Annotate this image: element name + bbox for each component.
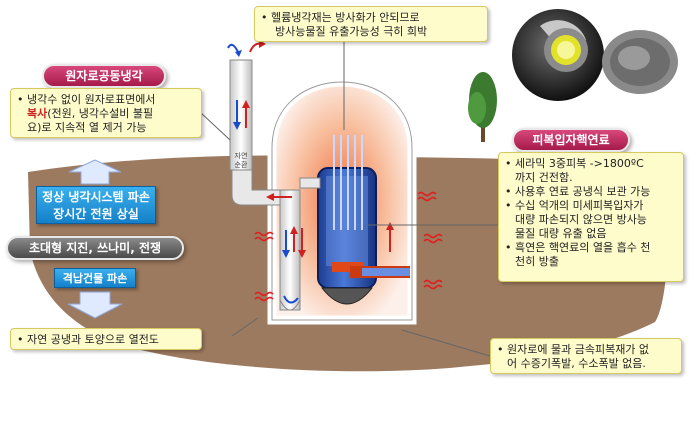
fuel-note-item-4: • 흑연은 핵연료의 열을 흡수 천 천히 방출 (505, 241, 677, 269)
fuel-label: 피복입자핵연료 (512, 128, 630, 152)
bullet: • (505, 185, 512, 198)
bottom-left-note-text: 자연 공냉과 토양으로 열전도 (27, 333, 159, 346)
cooling-failure-line1: 정상 냉각시스템 파손 (42, 190, 150, 204)
chimney-label-line1: 자연 (235, 151, 248, 160)
fuel-note-line: 수십 억개의 미세피복입자가 (515, 199, 644, 212)
bullet: • (497, 343, 504, 356)
down-arrow-icon (67, 291, 123, 319)
fuel-note-item-3: • 수십 억개의 미세피복입자가 대량 파손되지 않으면 방사능 물질 대량 유… (505, 199, 677, 241)
helium-note: • 헬륨냉각재는 방사화가 안되므로 방사능물질 유출가능성 극히 희박 (254, 6, 488, 42)
up-arrow-icon (68, 159, 122, 185)
radiation-note: • 냉각수 없이 원자로표면에서 복사(전원, 냉각수설비 불필 요)로 지속적… (10, 88, 202, 138)
radiation-note-line1: 냉각수 없이 원자로표면에서 (27, 93, 156, 106)
fuel-note-line: 천히 방출 (515, 255, 559, 268)
bullet: • (505, 199, 512, 212)
bottom-right-note: • 원자로에 물과 금속피복재가 없 어 수증기폭발, 수소폭발 없음. (490, 338, 682, 374)
helium-note-line1: 헬륨냉각재는 방사화가 안되므로 (271, 11, 420, 24)
fuel-particle-image (512, 9, 604, 101)
helium-note-line2: 방사능물질 유출가능성 극히 희박 (275, 25, 428, 38)
radiation-note-line3: 요)로 지속적 열 제거 가능 (27, 121, 147, 134)
radiation-keyword: 복사 (27, 107, 48, 120)
heat-wave-icons (254, 191, 443, 302)
bullet: • (17, 333, 24, 346)
fuel-note: • 세라믹 3중피복 ->1800ºC 까지 건전함. • 사용후 연료 공냉식… (498, 152, 684, 282)
containment-failure-box: 격납건물 파손 (54, 268, 136, 288)
cooling-failure-box: 정상 냉각시스템 파손 장시간 전원 상실 (36, 186, 156, 224)
bottom-left-note: • 자연 공냉과 토양으로 열전도 (10, 328, 202, 350)
graphite-compact-image (602, 30, 678, 94)
bullet: • (505, 157, 512, 170)
bullet: • (261, 11, 268, 24)
cooling-failure-line2: 장시간 전원 상실 (53, 207, 139, 221)
fuel-note-line: 세라믹 3중피복 ->1800ºC (515, 157, 644, 170)
fuel-note-item-2: • 사용후 연료 공냉식 보관 가능 (505, 185, 677, 199)
fuel-note-item-1: • 세라믹 3중피복 ->1800ºC 까지 건전함. (505, 157, 677, 185)
bottom-right-note-line1: 원자로에 물과 금속피복재가 없 (507, 343, 650, 356)
bullet: • (505, 241, 512, 254)
fuel-note-line: 물질 대량 유출 없음 (515, 227, 607, 240)
disaster-label: 초대형 지진, 쓰나미, 전쟁 (6, 236, 184, 260)
passive-cooling-label: 원자로공동냉각 (42, 64, 166, 88)
fuel-note-line: 대량 파손되지 않으면 방사능 (515, 213, 647, 226)
bottom-right-note-line2: 어 수증기폭발, 수소폭발 없음. (507, 357, 646, 370)
chimney-label-line2: 순환 (235, 160, 248, 169)
fuel-note-line: 흑연은 핵연료의 열을 흡수 천 (515, 241, 651, 254)
radiation-note-line2: (전원, 냉각수설비 불필 (47, 107, 154, 120)
fuel-note-line: 사용후 연료 공냉식 보관 가능 (515, 185, 651, 198)
reactor-vessel (317, 135, 377, 305)
bullet: • (17, 93, 24, 106)
tree (468, 72, 497, 142)
fuel-note-line: 까지 건전함. (515, 171, 573, 184)
